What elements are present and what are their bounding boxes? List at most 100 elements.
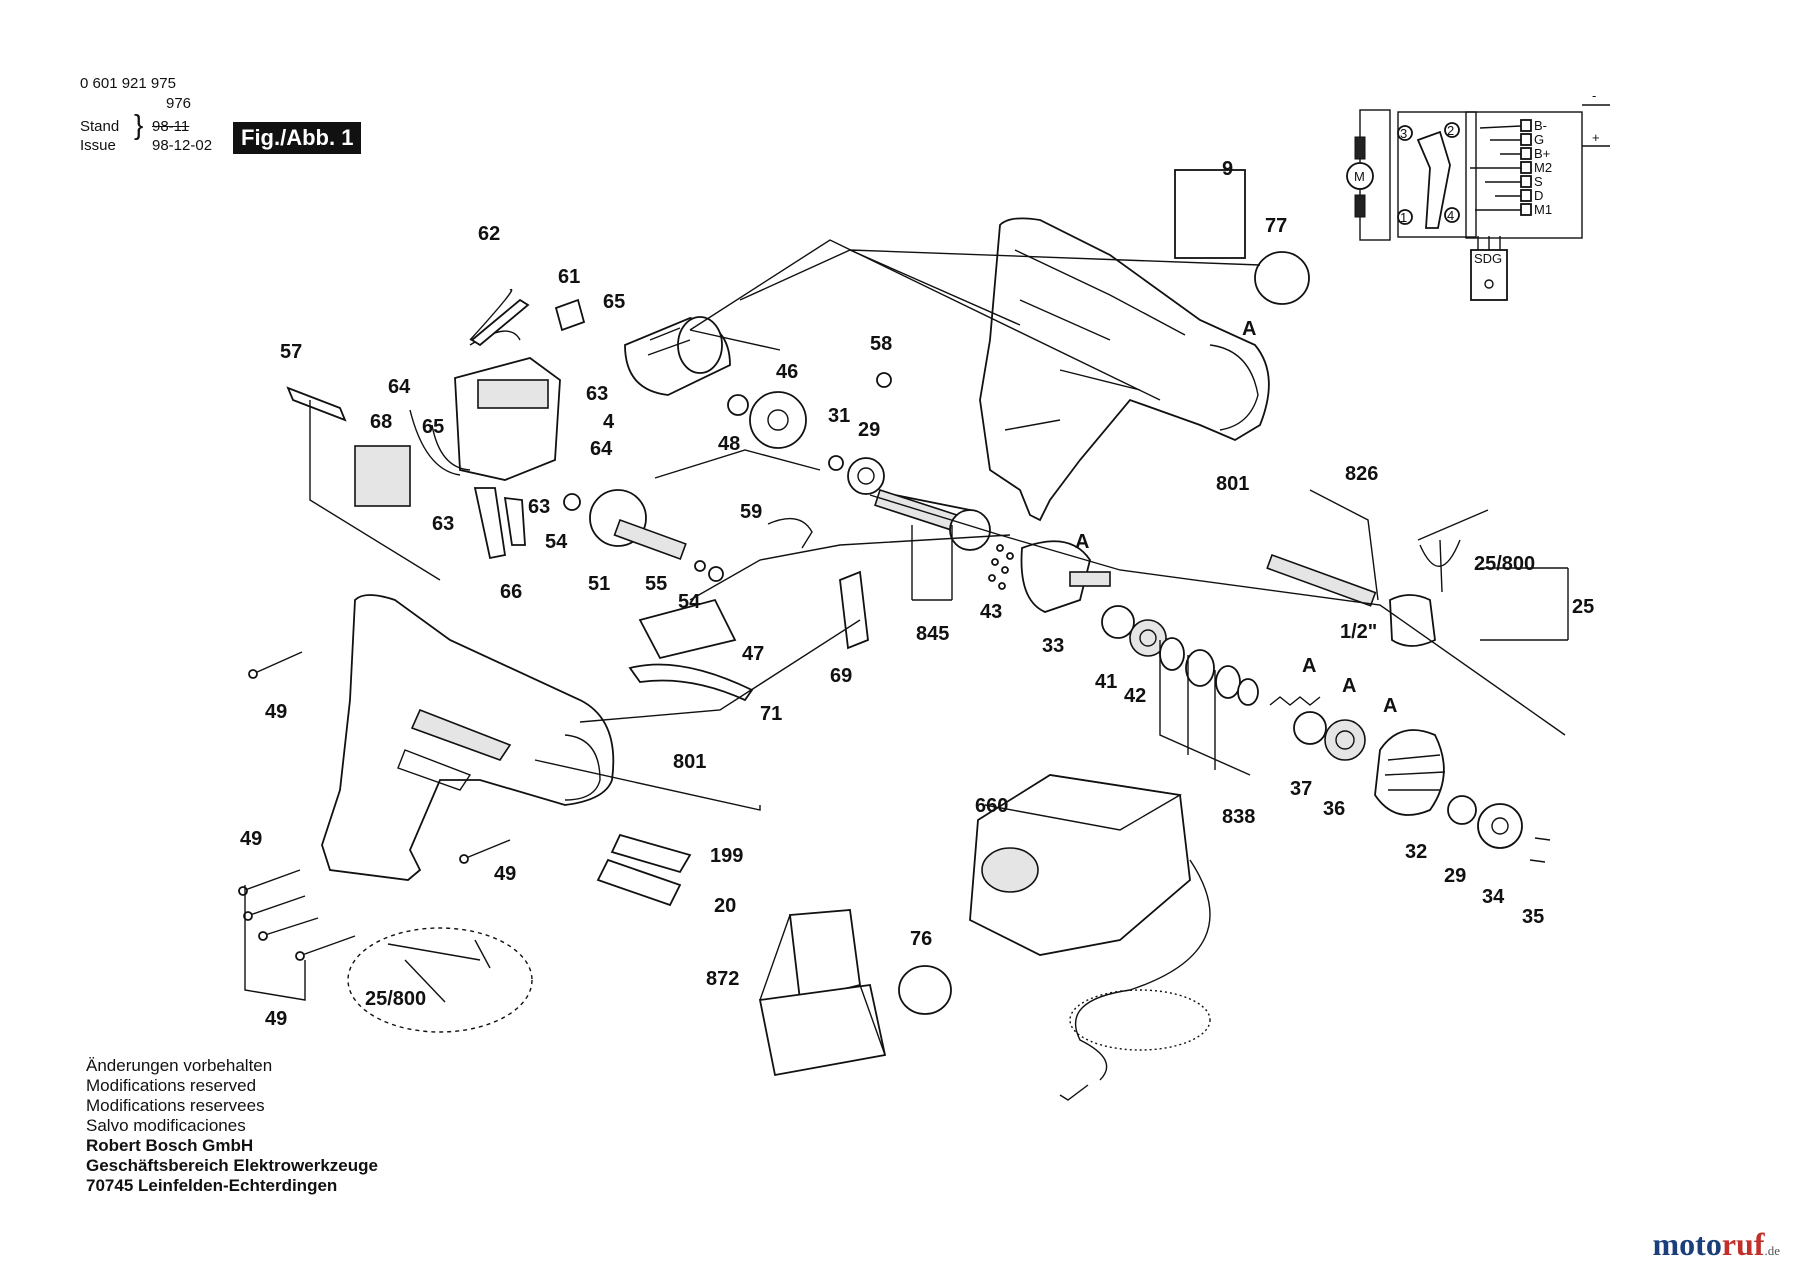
callout-49d: 49	[265, 1008, 287, 1030]
callout-9: 9	[1222, 158, 1233, 180]
gear-46	[749, 391, 807, 449]
motor-symbol-icon	[1346, 162, 1374, 190]
callout-62: 62	[478, 223, 500, 245]
callout-49c: 49	[494, 863, 516, 885]
ring-37	[1293, 711, 1327, 745]
washer-838c	[1215, 665, 1241, 699]
callout-660: 660	[975, 795, 1008, 817]
stand-label: Stand	[80, 118, 120, 135]
callout-a5: A	[1383, 695, 1397, 717]
leader-lines	[244, 239, 1566, 1001]
footer-notes: Änderungen vorbehalten Modifications res…	[86, 1056, 378, 1196]
terminal-strip: B- G B+ M2 S D M1	[1520, 118, 1552, 217]
callout-57: 57	[280, 341, 302, 363]
callout-42: 42	[1124, 685, 1146, 707]
clip-58	[876, 372, 892, 388]
switch-term-1: 1	[1400, 210, 1407, 225]
callout-a3: A	[1302, 655, 1316, 677]
callout-47: 47	[742, 643, 764, 665]
screws-49	[238, 651, 511, 961]
callout-69: 69	[830, 665, 852, 687]
part-number: 0 601 921 975	[80, 75, 176, 92]
callout-68: 68	[370, 411, 392, 433]
callout-29a: 29	[858, 419, 880, 441]
callout-64a: 64	[388, 376, 411, 398]
switch-term-2: 2	[1447, 123, 1454, 138]
callout-25-800a: 25/800	[1474, 553, 1535, 575]
watermark-suffix: .de	[1764, 1243, 1780, 1258]
switch-term-3: 3	[1400, 126, 1407, 141]
bracket-69	[839, 570, 869, 650]
callout-826: 826	[1345, 463, 1378, 485]
callout-a1: A	[1242, 318, 1256, 340]
callout-36: 36	[1323, 798, 1345, 820]
spindle-826	[1266, 553, 1377, 607]
terminal-d: D	[1534, 188, 1543, 203]
switch-assembly	[409, 288, 561, 560]
washer-48	[727, 394, 749, 416]
nameplate-199	[610, 833, 692, 874]
callout-48: 48	[718, 433, 740, 455]
stand-value: 98-11	[152, 118, 190, 135]
housing-half-upper	[979, 217, 1270, 522]
chuck-key-25-800-b	[387, 939, 491, 1003]
figure-label: Fig./Abb. 1	[233, 122, 362, 154]
motor-assembly	[624, 316, 731, 396]
ring-41	[1101, 605, 1135, 639]
callout-51: 51	[588, 573, 610, 595]
housing-half-lower	[321, 594, 615, 881]
callout-845: 845	[916, 623, 949, 645]
callout-872: 872	[706, 968, 739, 990]
balls-43	[988, 544, 1014, 590]
foam-block-68	[354, 445, 411, 507]
washer-54b	[708, 566, 724, 582]
washer-838b	[1185, 649, 1215, 687]
cable-clip-62	[470, 298, 530, 347]
spring-837	[1269, 696, 1321, 706]
callout-37: 37	[1290, 778, 1312, 800]
chuck-key-25-800	[1417, 509, 1489, 593]
pin-55	[694, 560, 706, 572]
issue-label: Issue	[80, 137, 116, 154]
plate-47	[638, 598, 737, 660]
terminal-b-minus: B-	[1534, 118, 1547, 133]
callout-801b: 801	[673, 751, 706, 773]
brace: }	[134, 109, 144, 140]
label-20	[596, 858, 682, 907]
label-plate-9	[1174, 169, 1246, 259]
sdg-label: SDG	[1474, 251, 1502, 266]
callout-77: 77	[1265, 215, 1287, 237]
brush-57	[286, 386, 347, 422]
callout-63a: 63	[586, 383, 608, 405]
terminal-g: G	[1534, 132, 1544, 147]
company-address: 70745 Leinfelden-Echterdingen	[86, 1176, 338, 1195]
sdg-module-icon	[1470, 249, 1508, 301]
callout-66: 66	[500, 581, 522, 603]
chuck-sleeve-32	[1374, 729, 1445, 816]
issue-value: 98-12-02	[152, 137, 213, 154]
battery-minus: -	[1592, 88, 1596, 103]
keyed-chuck-25	[1389, 594, 1436, 647]
callout-61: 61	[558, 266, 580, 288]
note-line-de: Änderungen vorbehalten	[86, 1056, 273, 1075]
callout-63b: 63	[528, 496, 550, 518]
cap-76	[898, 965, 952, 1015]
company-division: Geschäftsbereich Elektrowerkzeuge	[86, 1156, 378, 1175]
callout-59: 59	[740, 501, 762, 523]
callout-49b: 49	[240, 828, 262, 850]
callout-4: 4	[603, 411, 615, 433]
screws-35	[1529, 837, 1551, 863]
bearing-29-top	[847, 457, 885, 495]
callout-71: 71	[760, 703, 782, 725]
callout-65b: 65	[422, 416, 444, 438]
note-line-en: Modifications reserved	[86, 1076, 257, 1095]
callout-64b: 64	[590, 438, 613, 460]
callout-20: 20	[714, 895, 736, 917]
callout-838: 838	[1222, 806, 1255, 828]
callout-41: 41	[1095, 671, 1117, 693]
callout-54b: 54	[678, 591, 701, 613]
wiring-diagram: M 3 2 1 4 B- G B+ M2 S D M1 - + SDG	[1346, 88, 1610, 301]
washer-54a	[563, 493, 581, 511]
callout-1-2-inch: 1/2"	[1340, 621, 1377, 643]
